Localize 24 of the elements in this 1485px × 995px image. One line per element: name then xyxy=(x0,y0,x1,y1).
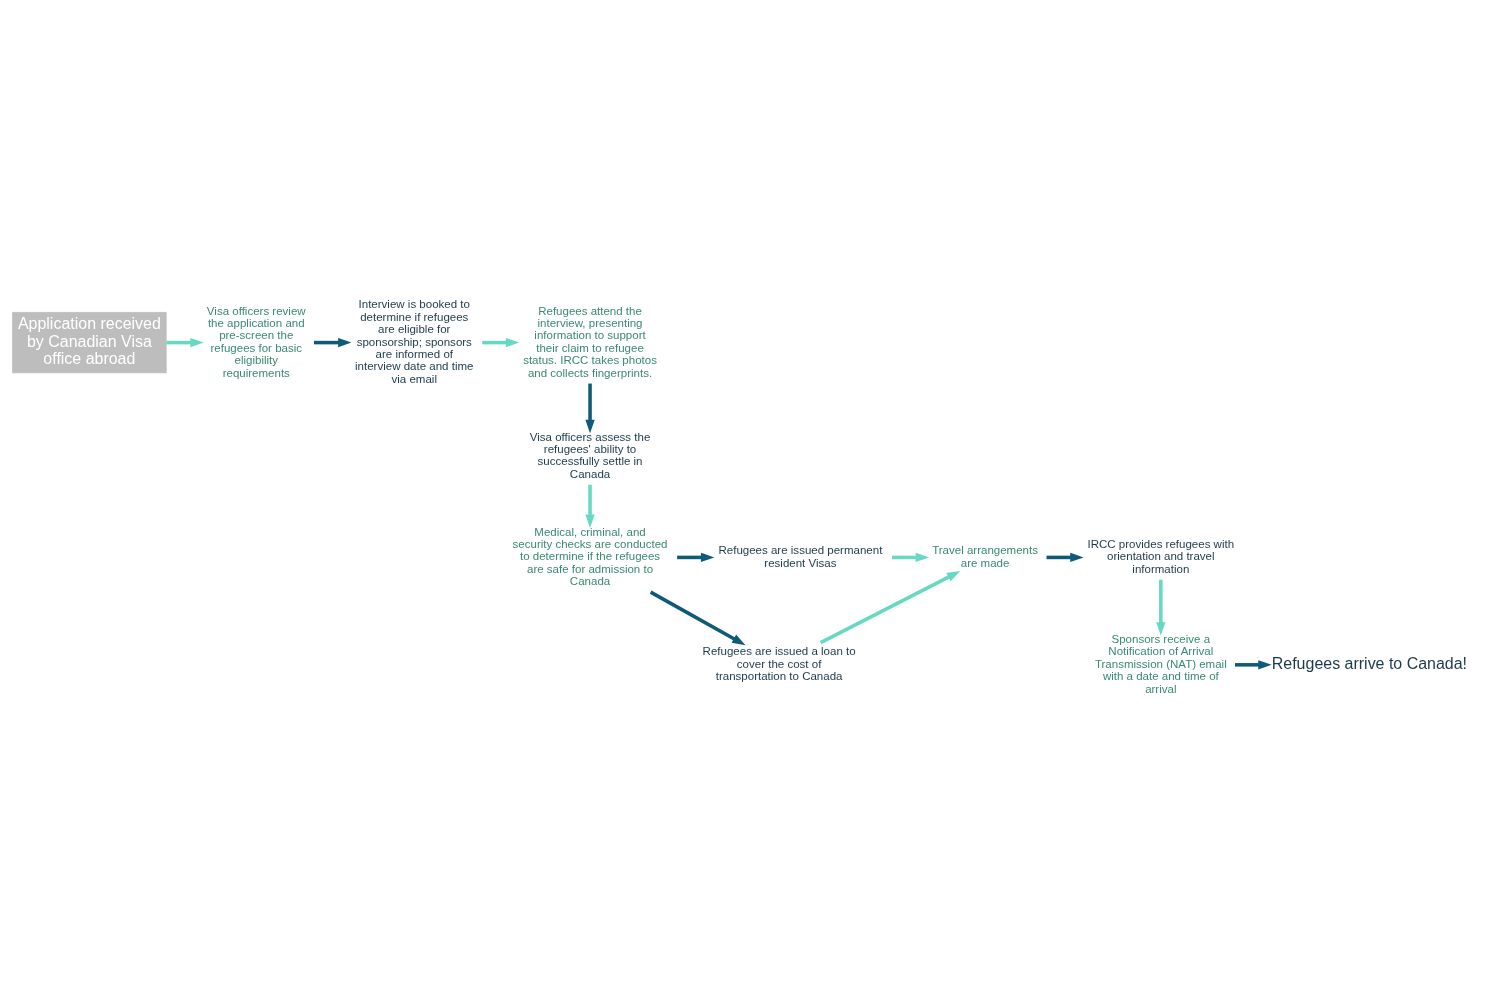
node-text: Visa officers review the application and pre-screen the refugees for basic eligibility requirements xyxy=(206,304,306,379)
arrow xyxy=(585,484,595,528)
arrow xyxy=(1046,552,1084,563)
arrow xyxy=(1235,660,1272,670)
arrow xyxy=(585,383,595,434)
arrow xyxy=(649,590,746,646)
node-text: Visa officers assess the refugees' ability to successfully settle in Canada xyxy=(529,430,651,480)
node-text: Travel arrangements are made xyxy=(932,544,1038,569)
arrow xyxy=(677,552,715,563)
node-text: Refugees are issued a loan to cover the cost of transportation to Canada xyxy=(702,645,856,683)
node-text: Refugees are issued permanent resident Visas xyxy=(718,544,883,569)
arrow xyxy=(1156,579,1166,636)
node-text: Sponsors receive a Notification of Arrival Transmission (NAT) email with a date and time of arrival xyxy=(1094,632,1227,695)
node-text: Interview is booked to determine if refugees are eligible for sponsorship; sponsors are informed of interview date and time via email xyxy=(355,298,474,385)
node-text: IRCC provides refugees with orientation and travel information xyxy=(1087,538,1235,575)
node-text: Refugees arrive to Canada! xyxy=(1271,654,1468,672)
arrow xyxy=(819,571,961,645)
arrow xyxy=(892,552,929,563)
node-text: Refugees attend the interview, presenting information to support their claim to refugee status. IRCC takes photos and collects fingerprints. xyxy=(523,304,657,379)
node-box: Application received by Canadian Visa office abroad xyxy=(12,311,167,374)
node-text: Medical, criminal, and security checks are conducted to determine if the refugees are safe for admission to Canada xyxy=(512,525,668,588)
arrow xyxy=(314,337,352,348)
arrow xyxy=(166,337,204,348)
arrow xyxy=(482,337,520,348)
